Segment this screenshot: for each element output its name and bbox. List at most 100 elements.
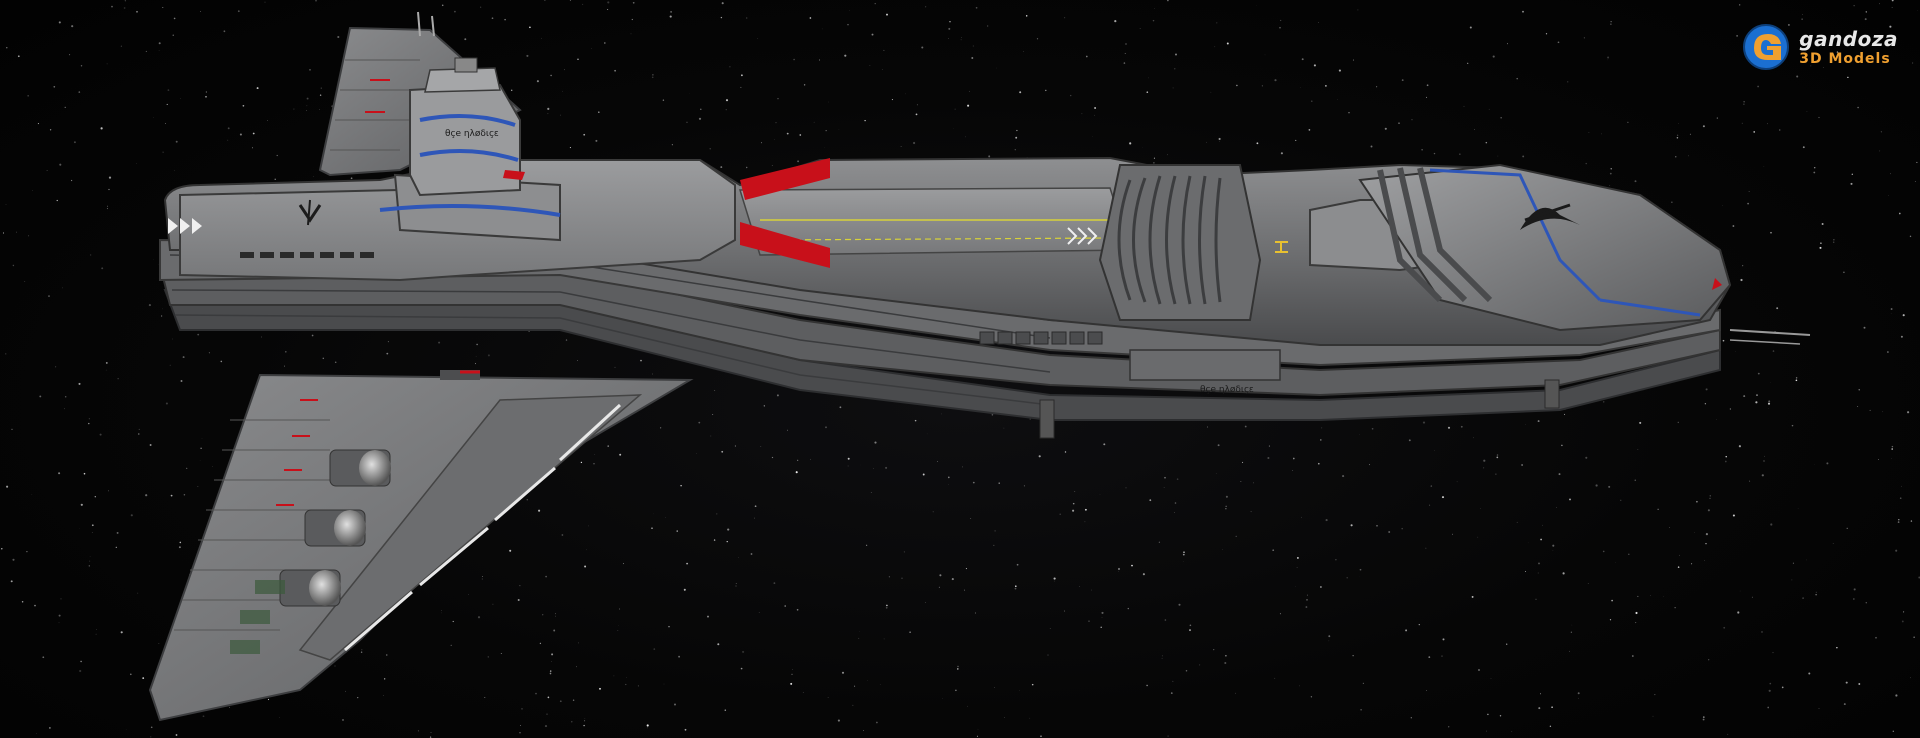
star xyxy=(725,109,727,111)
star xyxy=(1913,636,1915,638)
star xyxy=(1152,19,1155,22)
star xyxy=(793,58,795,61)
star xyxy=(626,676,627,678)
star xyxy=(208,352,210,354)
star xyxy=(554,615,556,617)
star xyxy=(475,356,477,357)
star xyxy=(700,108,702,111)
star xyxy=(547,696,550,699)
star xyxy=(1897,521,1900,523)
star xyxy=(49,727,51,729)
star xyxy=(957,665,959,668)
star xyxy=(1161,657,1163,659)
star xyxy=(1123,62,1126,64)
star xyxy=(544,0,546,1)
star xyxy=(1676,134,1679,136)
star xyxy=(1781,686,1784,689)
star xyxy=(1909,235,1912,238)
star xyxy=(966,705,968,707)
star xyxy=(1014,587,1017,590)
star xyxy=(1189,629,1191,632)
star xyxy=(1795,379,1798,382)
star xyxy=(883,638,885,640)
star xyxy=(519,732,521,734)
star xyxy=(1124,53,1126,55)
star xyxy=(614,366,616,368)
star xyxy=(637,685,639,687)
star xyxy=(264,1,266,3)
star xyxy=(1092,136,1093,137)
star xyxy=(858,637,860,639)
star xyxy=(1704,560,1705,561)
star xyxy=(481,578,483,580)
star xyxy=(1490,678,1492,679)
star xyxy=(754,505,757,508)
star xyxy=(80,503,83,506)
star xyxy=(674,703,676,706)
star xyxy=(1428,656,1431,658)
star xyxy=(1705,543,1707,545)
star xyxy=(1487,713,1489,716)
star xyxy=(1023,51,1025,53)
star xyxy=(551,653,554,656)
star xyxy=(1796,75,1799,78)
star xyxy=(1634,180,1637,183)
star xyxy=(197,333,200,336)
star xyxy=(1167,154,1168,156)
star xyxy=(1797,508,1799,509)
star xyxy=(10,580,13,583)
star xyxy=(1865,602,1867,604)
star xyxy=(926,433,928,435)
star xyxy=(242,104,245,107)
star xyxy=(1627,121,1629,123)
star xyxy=(464,38,467,41)
star xyxy=(1306,594,1308,596)
star xyxy=(562,90,563,92)
star xyxy=(1213,648,1215,651)
star xyxy=(1815,591,1817,593)
star xyxy=(1516,77,1518,80)
star xyxy=(17,55,20,58)
star xyxy=(922,473,925,476)
star xyxy=(108,176,112,179)
star xyxy=(1235,535,1237,538)
star xyxy=(1064,451,1067,453)
star xyxy=(948,37,949,39)
star xyxy=(91,532,93,533)
star xyxy=(1818,707,1820,709)
star xyxy=(870,492,872,493)
tower-hull-text: θçe ηλøδιçε xyxy=(445,129,499,139)
star xyxy=(937,461,938,462)
star xyxy=(1217,444,1220,447)
star xyxy=(578,642,579,644)
star xyxy=(1029,717,1031,719)
star xyxy=(625,683,627,686)
star xyxy=(891,99,893,101)
star xyxy=(1292,457,1295,460)
star xyxy=(78,91,81,93)
star xyxy=(99,433,102,436)
star xyxy=(777,98,779,100)
star xyxy=(1857,106,1859,109)
star xyxy=(1910,520,1913,522)
star xyxy=(220,360,223,363)
star xyxy=(863,730,864,731)
star xyxy=(972,481,975,484)
star xyxy=(1770,523,1773,526)
star xyxy=(1410,717,1412,719)
star xyxy=(239,133,242,136)
star xyxy=(970,518,972,519)
star xyxy=(1742,265,1744,267)
star xyxy=(1709,495,1711,497)
star xyxy=(34,604,36,607)
star xyxy=(1422,421,1426,424)
star xyxy=(1430,485,1433,487)
star xyxy=(1164,476,1166,479)
star xyxy=(886,13,888,16)
star xyxy=(1846,527,1848,529)
star xyxy=(32,190,34,191)
star xyxy=(854,685,856,687)
star xyxy=(1306,599,1308,601)
star xyxy=(1521,464,1524,466)
star xyxy=(123,7,126,9)
